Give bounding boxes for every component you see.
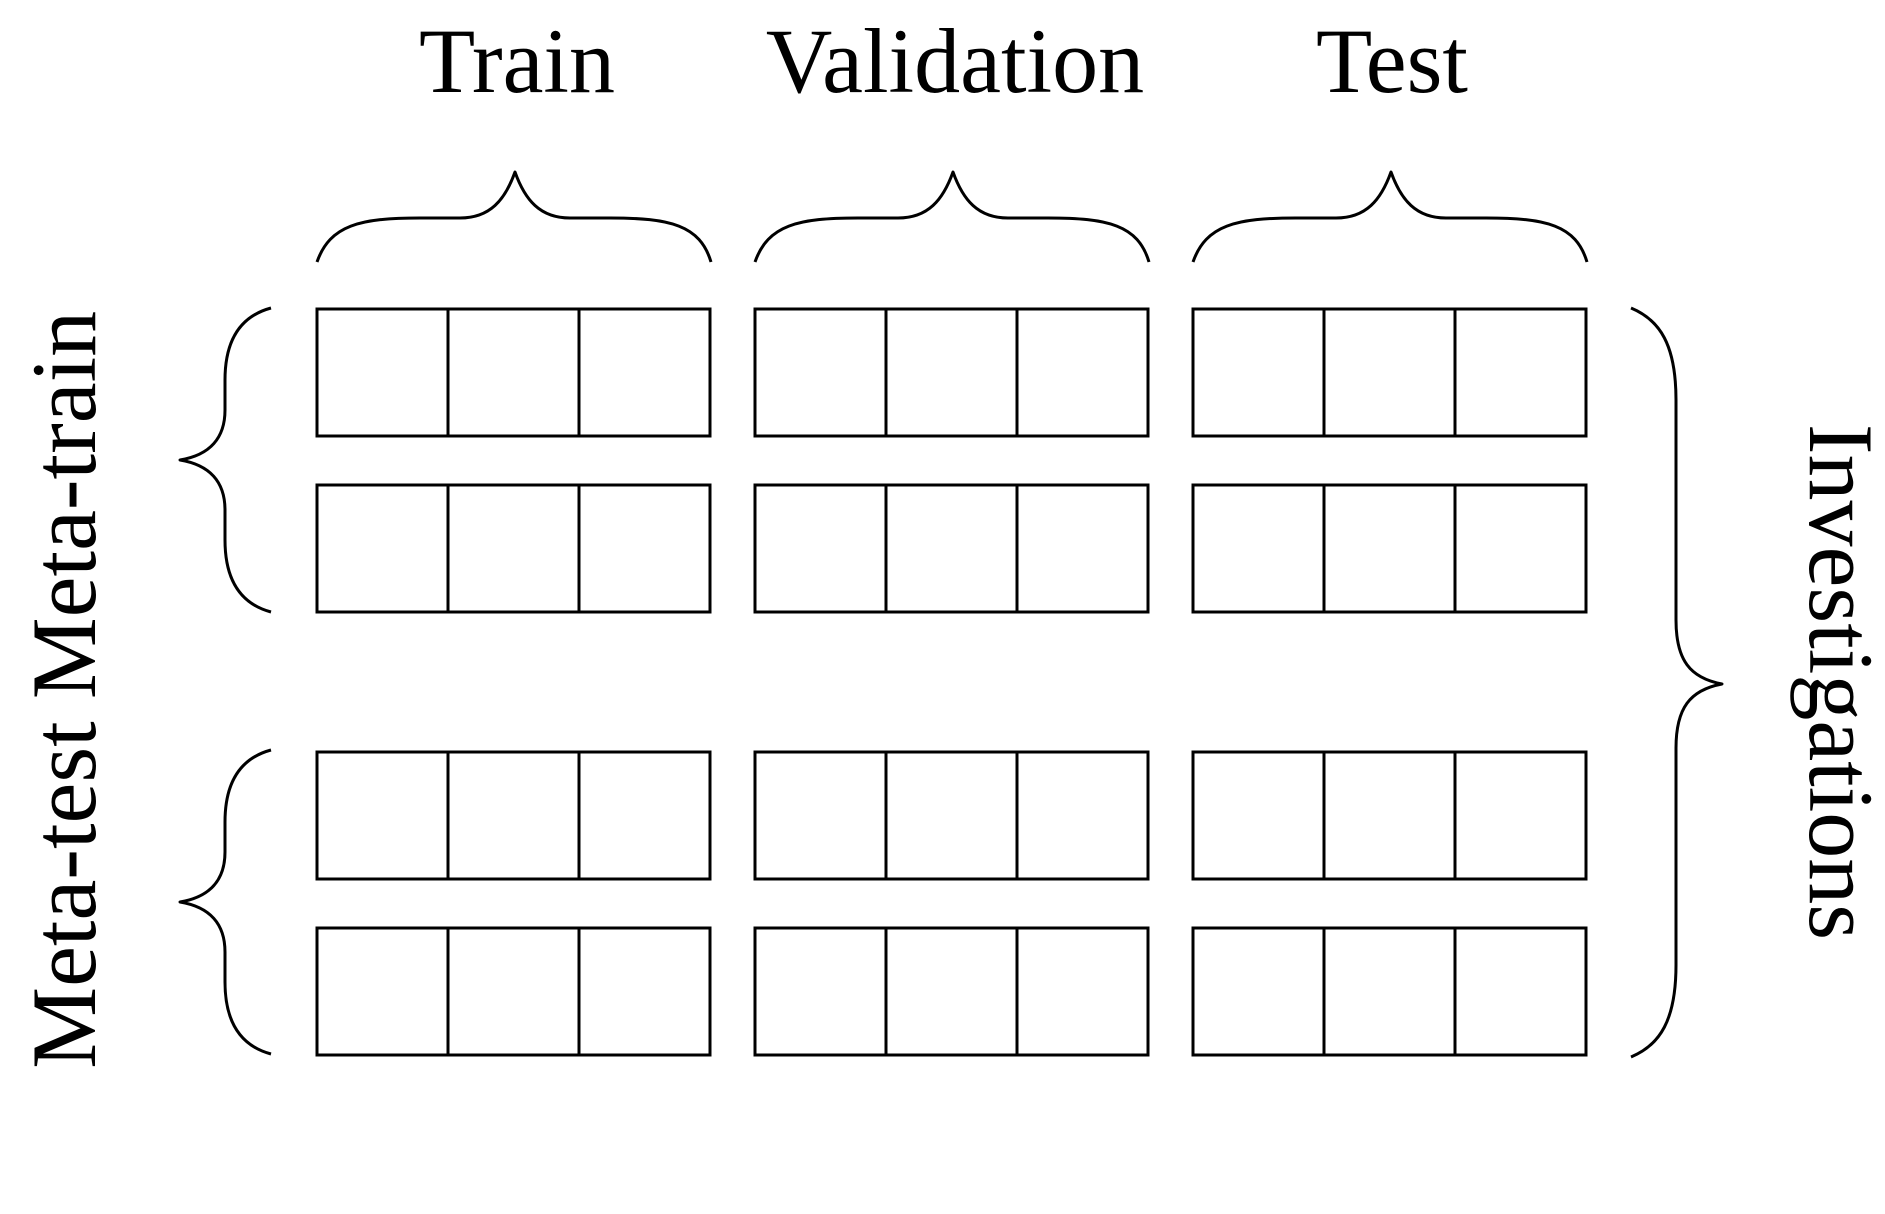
- cell-row3-validation-1: [753, 750, 888, 881]
- cell-row2-train-3: [577, 483, 712, 614]
- group-label-investigations: Investigations: [1790, 424, 1885, 940]
- cell-row2-test-2: [1322, 483, 1457, 614]
- cell-row1-test-3: [1453, 307, 1588, 438]
- cell-row1-validation-3: [1015, 307, 1150, 438]
- cell-row4-validation-3: [1015, 926, 1150, 1057]
- cell-row4-test-1: [1191, 926, 1326, 1057]
- cell-row4-train-3: [577, 926, 712, 1057]
- cell-row3-train-1: [315, 750, 450, 881]
- cell-row4-train-1: [315, 926, 450, 1057]
- cell-row4-validation-2: [884, 926, 1019, 1057]
- cell-row3-test-2: [1322, 750, 1457, 881]
- cell-row1-validation-1: [753, 307, 888, 438]
- row-group-label-meta-test: Meta-test: [13, 721, 115, 1069]
- column-label-train: Train: [419, 10, 615, 112]
- cell-row3-train-2: [446, 750, 581, 881]
- cell-row2-validation-2: [884, 483, 1019, 614]
- column-brace-test: [1191, 170, 1589, 263]
- cell-row4-test-3: [1453, 926, 1588, 1057]
- cell-row1-train-2: [446, 307, 581, 438]
- meta-test-brace: [178, 748, 272, 1056]
- cell-row2-test-3: [1453, 483, 1588, 614]
- cell-row3-test-3: [1453, 750, 1588, 881]
- cell-row1-train-1: [315, 307, 450, 438]
- cell-row2-test-1: [1191, 483, 1326, 614]
- column-label-test: Test: [1316, 10, 1468, 112]
- investigations-brace: [1630, 306, 1724, 1059]
- cell-row3-train-3: [577, 750, 712, 881]
- cell-row1-train-3: [577, 307, 712, 438]
- cell-row4-train-2: [446, 926, 581, 1057]
- cell-row4-test-2: [1322, 926, 1457, 1057]
- cell-row2-validation-1: [753, 483, 888, 614]
- cell-grid: [315, 307, 1588, 1057]
- cell-row3-test-1: [1191, 750, 1326, 881]
- cell-row1-test-1: [1191, 307, 1326, 438]
- row-group-label-meta-train: Meta-train: [13, 311, 115, 699]
- cell-row2-train-1: [315, 483, 450, 614]
- column-brace-train: [315, 170, 713, 263]
- cell-row2-train-2: [446, 483, 581, 614]
- column-brace-validation: [753, 170, 1151, 263]
- cell-row3-validation-3: [1015, 750, 1150, 881]
- cell-row1-validation-2: [884, 307, 1019, 438]
- cell-row1-test-2: [1322, 307, 1457, 438]
- column-label-validation: Validation: [766, 10, 1144, 112]
- cell-row2-validation-3: [1015, 483, 1150, 614]
- cell-row3-validation-2: [884, 750, 1019, 881]
- cell-row4-validation-1: [753, 926, 888, 1057]
- meta-train-brace: [178, 306, 272, 614]
